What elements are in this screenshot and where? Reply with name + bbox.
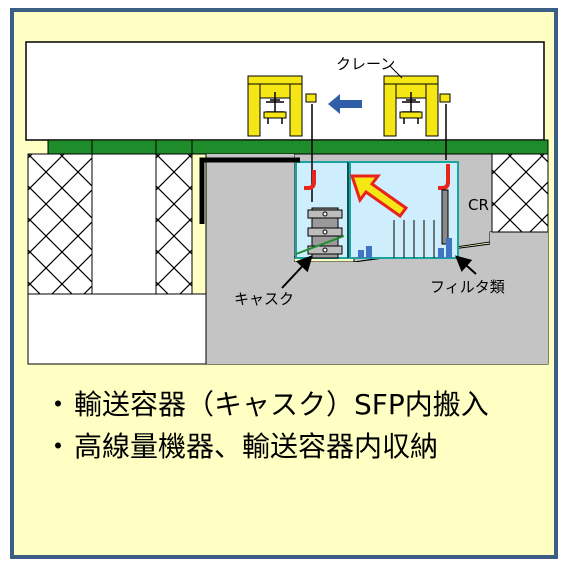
cask-label: キャスク: [234, 290, 294, 308]
cr-label: CR: [468, 196, 489, 214]
diagram-panel: クレーン CR キャスク フィルタ類 ・ 輸送容器（キャスク）SFP内搬入 ・ …: [10, 8, 558, 559]
bullet-text: 輸送容器（キャスク）SFP内搬入: [74, 388, 489, 421]
bullet-item-equipment-storage: ・ 高線量機器、輸送容器内収納: [44, 426, 564, 468]
bullet-text: 高線量機器、輸送容器内収納: [74, 430, 439, 463]
duct-pipe: [199, 157, 300, 224]
crane-move-arrow: [328, 94, 362, 114]
filter-label: フィルタ類: [430, 278, 505, 296]
bullet-mark: ・: [44, 430, 73, 463]
base-block: [27, 293, 207, 365]
left-inner-column: [91, 153, 157, 295]
crane-right: [383, 75, 451, 137]
red-hook-left: [304, 170, 316, 190]
transfer-arrow: [349, 174, 409, 219]
bullet-item-cask-transfer: ・ 輸送容器（キャスク）SFP内搬入: [44, 384, 564, 426]
right-truss-block: [491, 153, 549, 233]
crane-label: クレーン: [336, 55, 395, 73]
reactor-building-diagram: クレーン CR キャスク フィルタ類: [25, 41, 549, 365]
filter-racks: [358, 220, 452, 258]
bullet-mark: ・: [44, 388, 73, 421]
operating-floor-deck: [47, 139, 549, 155]
cask: [307, 207, 343, 259]
red-hook-right: [438, 164, 450, 245]
crane-left: [247, 75, 317, 137]
left-truss-column: [27, 153, 93, 295]
bullet-list: ・ 輸送容器（キャスク）SFP内搬入 ・ 高線量機器、輸送容器内収納: [44, 384, 564, 468]
